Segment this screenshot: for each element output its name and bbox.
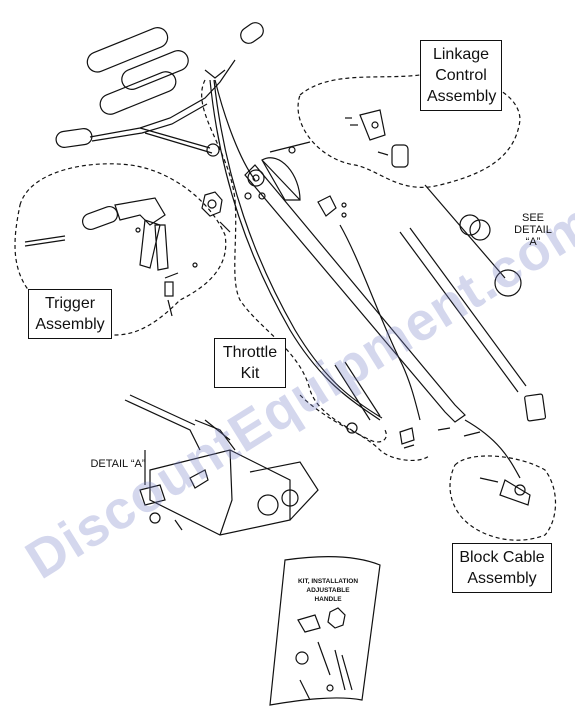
linkage-label-line-2: Control [435,67,487,84]
throttle-group-outline [201,79,431,462]
trigger-label-line-2: Assembly [35,316,105,333]
handle-star-bracket [201,191,231,233]
block-cable-label-line-2: Assembly [467,570,537,587]
shaft-bolts [244,141,311,200]
linkage-control-label: Linkage Control Assembly [420,40,502,111]
see-detail-a-label: SEE DETAIL “A” [508,212,558,248]
see-detail-line-2: DETAIL [514,224,552,236]
spring-end-block [524,393,547,422]
detail-a-caption: DETAIL “A” [90,458,146,470]
kit-sheet-line-2: ADJUSTABLE [306,587,350,594]
block-cable-group-outline [449,455,557,541]
installation-kit-sheet [269,556,381,706]
kit-sheet-line-1: KIT, INSTALLATION [298,578,358,585]
trigger-label-line-1: Trigger [44,295,96,312]
block-cable-label-line-1: Block Cable [459,549,545,566]
linkage-group-outline [297,73,521,188]
see-detail-line-1: SEE [521,212,544,224]
trigger-assembly-label: Trigger Assembly [28,289,112,339]
throttle-label-line-2: Kit [240,365,260,382]
linkage-label-line-3: Assembly [427,88,497,105]
throttle-cable-2 [213,79,383,419]
throttle-bracket [317,195,347,218]
trigger-group-outline [14,163,227,336]
handle-frame [89,59,256,181]
throttle-cable [209,79,381,421]
detail-a-wire [424,184,522,297]
main-shaft [244,157,466,423]
long-spring [399,227,527,393]
trigger-parts [24,197,198,317]
throttle-spring [334,361,481,449]
block-cable-label: Block Cable Assembly [452,543,552,593]
kit-sheet-line-3: HANDLE [314,596,342,603]
throttle-kit-label: Throttle Kit [214,338,286,388]
throttle-label-line-1: Throttle [222,344,278,361]
linkage-parts [345,109,409,168]
block-cable [339,224,531,506]
handlebar-grips [55,22,264,148]
throttle-group-outline-2 [299,394,387,443]
see-detail-line-3: “A” [525,236,541,248]
linkage-label-line-1: Linkage [432,46,490,63]
engine-assembly [124,394,319,536]
